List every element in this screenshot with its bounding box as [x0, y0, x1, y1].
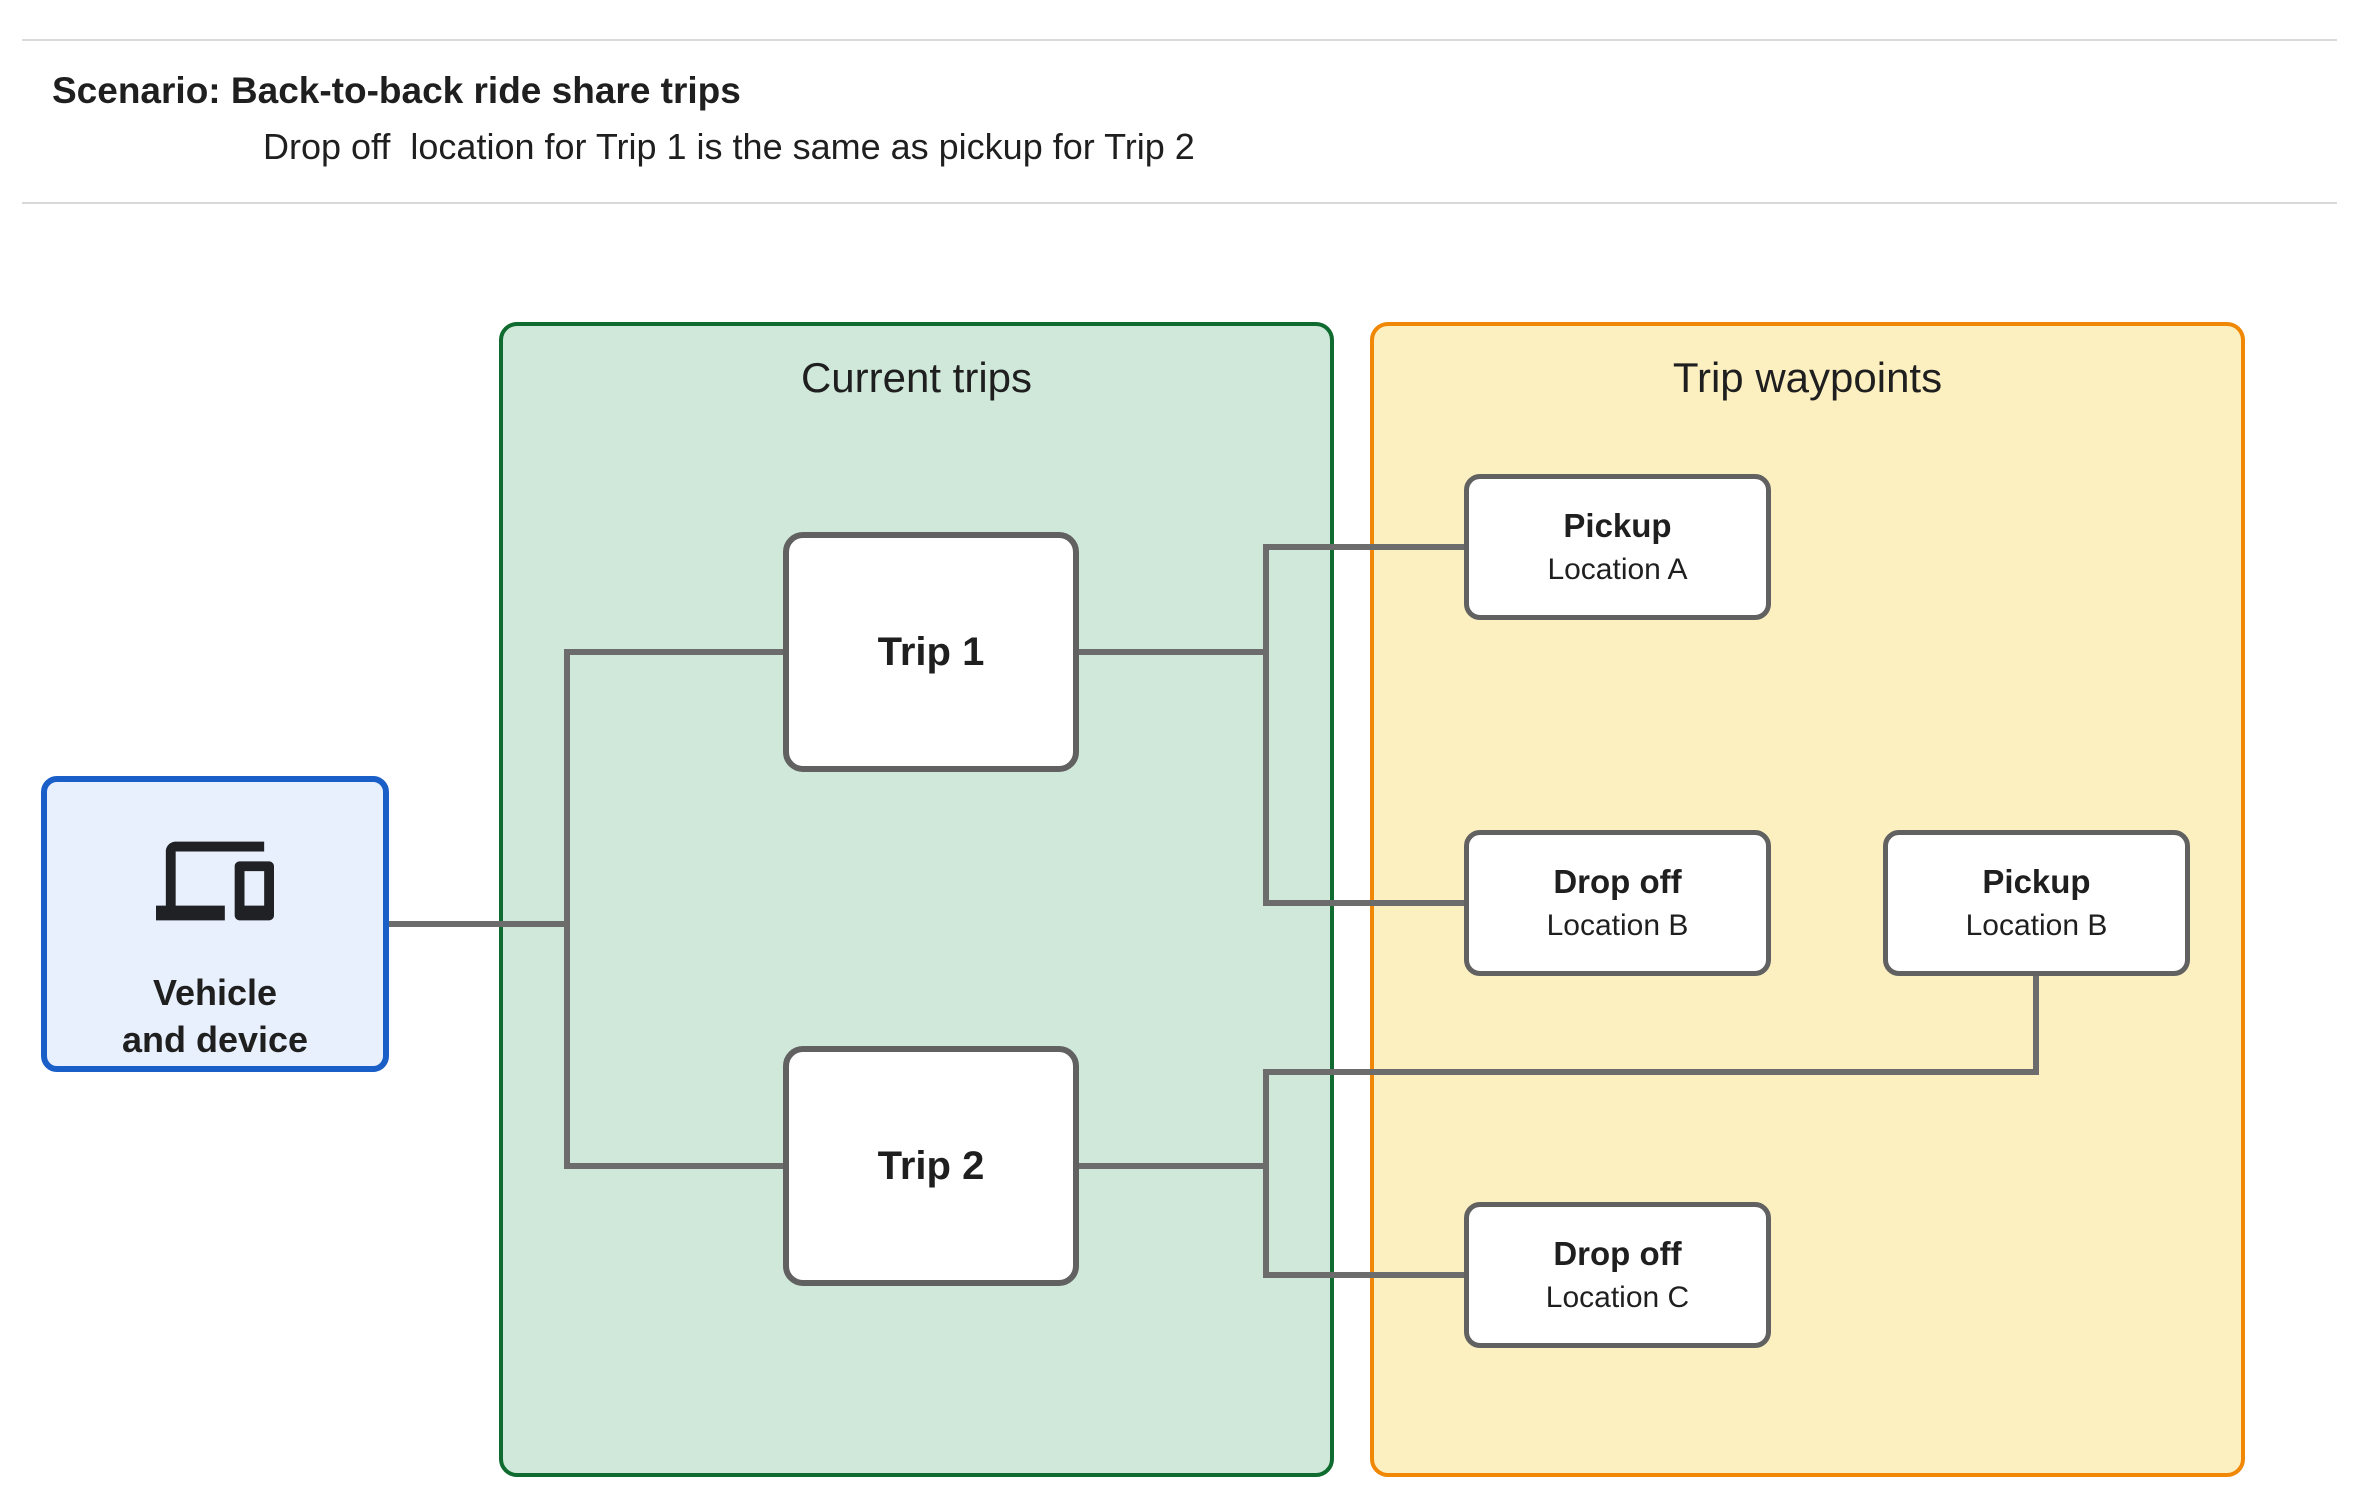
- waypoint-type-label: Drop off: [1553, 863, 1682, 900]
- trip-waypoints-label: Trip waypoints: [1672, 354, 1943, 401]
- connector-to-dropoff-b: [1263, 900, 1464, 906]
- connector-trip2-branch-vertical: [1263, 1069, 1269, 1278]
- vehicle-label-line1: Vehicle: [152, 972, 278, 1013]
- connector-branch-to-trip1: [564, 649, 783, 655]
- waypoint-location-label: Location C: [1545, 1281, 1690, 1314]
- trip-1-label: Trip 1: [877, 629, 985, 674]
- connector-trips-branch-vertical: [564, 649, 570, 1169]
- connector-branch-to-trip2: [564, 1163, 783, 1169]
- waypoint-dropoff-location-b: Drop off Location B: [1464, 830, 1771, 976]
- waypoint-location-label: Location B: [1965, 909, 2108, 942]
- connector-trip1-out: [1079, 649, 1266, 655]
- vehicle-label-line2: and device: [121, 1018, 309, 1060]
- page-subtitle: Drop off location for Trip 1 is the same…: [263, 126, 1195, 167]
- waypoint-type-label: Drop off: [1553, 1235, 1682, 1272]
- vehicle-label: Vehicle and device: [122, 970, 308, 1064]
- current-trips-group: Current trips: [499, 322, 1334, 1477]
- trip-2-node: Trip 2: [783, 1046, 1079, 1286]
- trip-1-node: Trip 1: [783, 532, 1079, 772]
- vehicle-and-device-node: Vehicle and device: [41, 776, 389, 1072]
- waypoint-location-label: Location B: [1546, 909, 1689, 942]
- connector-trip2-out: [1079, 1163, 1266, 1169]
- connector-to-dropoff-c: [1263, 1272, 1464, 1278]
- connector-to-pickup-a: [1263, 544, 1464, 550]
- waypoint-pickup-location-a: Pickup Location A: [1464, 474, 1771, 620]
- connector-vehicle-to-branch: [389, 921, 567, 927]
- connector-pickup-b-drop: [2033, 976, 2039, 1075]
- devices-icon: [156, 822, 274, 940]
- waypoint-type-label: Pickup: [1563, 507, 1672, 544]
- trip-2-label: Trip 2: [877, 1143, 985, 1188]
- waypoint-dropoff-location-c: Drop off Location C: [1464, 1202, 1771, 1348]
- header-divider: [22, 202, 2337, 204]
- page-title: Scenario: Back-to-back ride share trips: [52, 70, 741, 111]
- waypoint-type-label: Pickup: [1982, 863, 2091, 900]
- waypoint-location-label: Location A: [1547, 553, 1688, 586]
- waypoint-pickup-location-b: Pickup Location B: [1883, 830, 2190, 976]
- current-trips-label: Current trips: [800, 354, 1033, 401]
- connector-trip1-branch-vertical: [1263, 544, 1269, 906]
- connector-pickup-b-horizontal: [1263, 1069, 2039, 1075]
- top-divider: [22, 39, 2337, 41]
